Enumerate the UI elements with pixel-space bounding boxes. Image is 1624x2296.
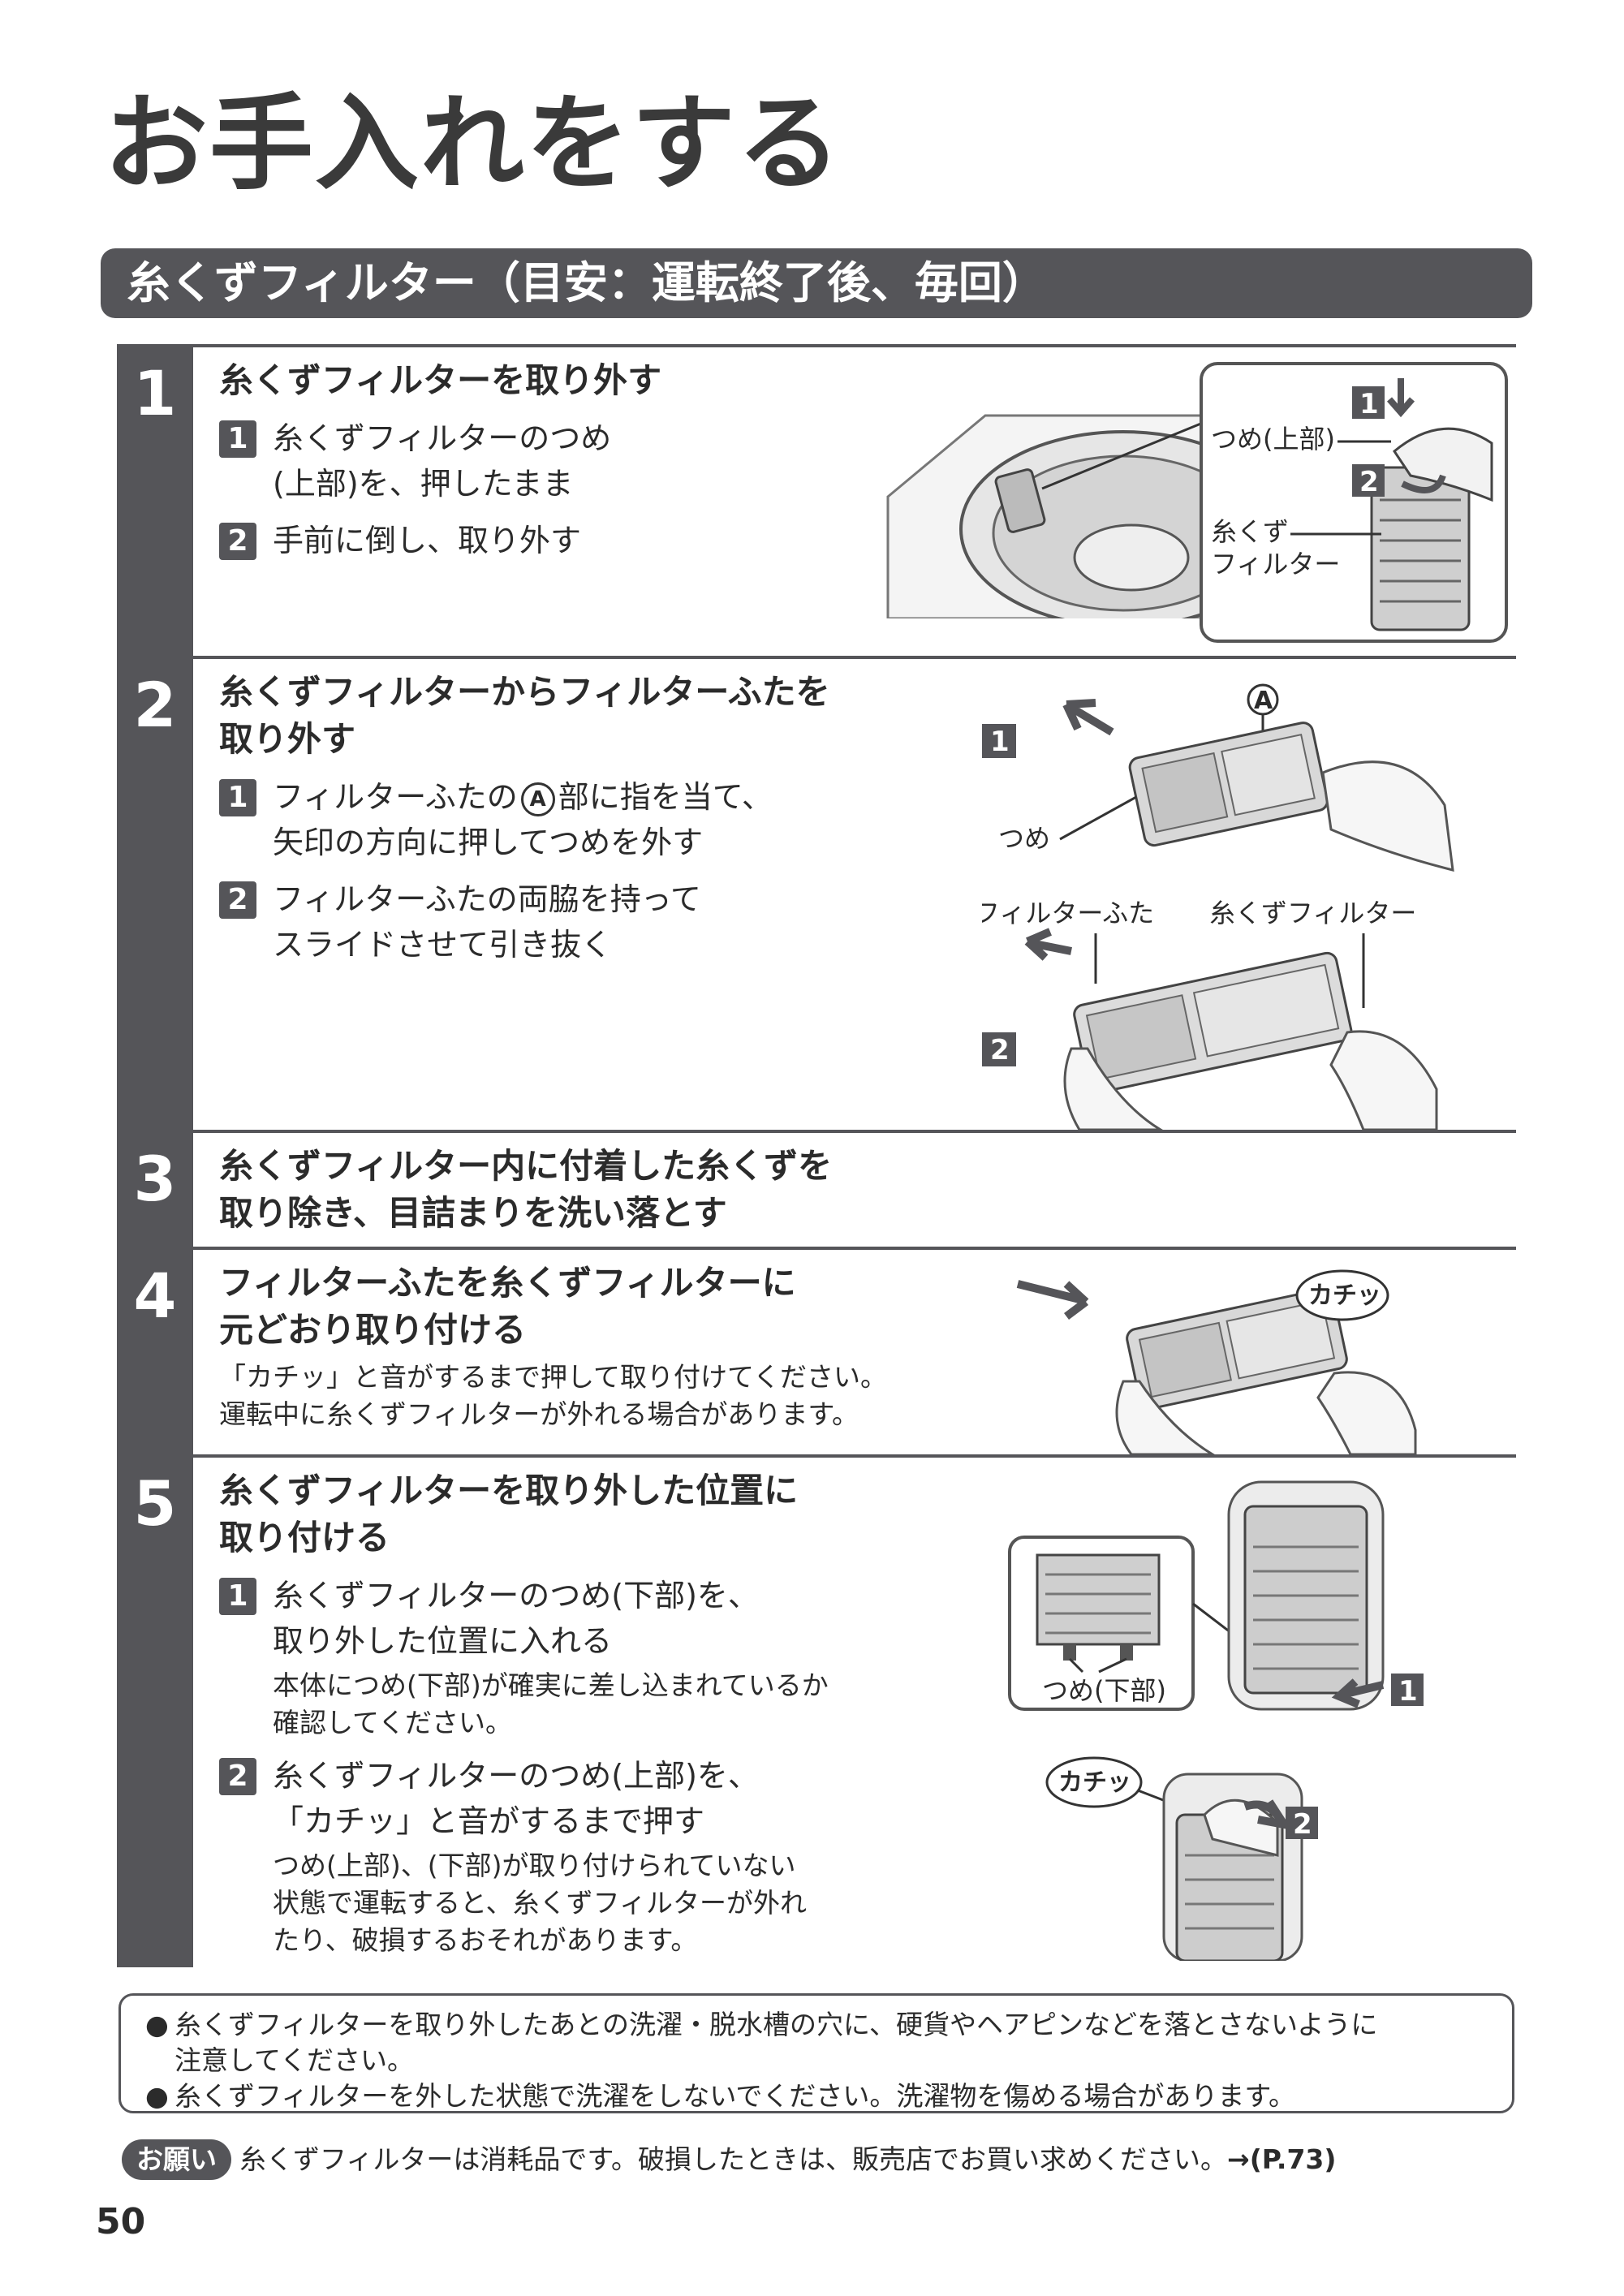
caution-box: ●糸くずフィルターを取り外したあとの洗濯・脱水槽の穴に、硬貨やヘアピンなどを落と… xyxy=(118,1993,1514,2113)
step-number-bar xyxy=(117,659,193,1130)
step-title: 糸くずフィルター内に付着した糸くずを 取り除き、目詰まりを洗い落とす xyxy=(219,1146,833,1233)
step-number: 1 xyxy=(133,357,177,429)
substep-text: フィルターふたの両脇を持って スライドさせて引き抜く xyxy=(273,881,701,963)
cover-attach-illustration: カチッ xyxy=(1010,1260,1432,1454)
bullet-icon: ● xyxy=(145,2009,169,2040)
substep: 2 フィルターふたの両脇を持って スライドさせて引き抜く xyxy=(219,877,1516,967)
substep-note: つめ(上部)、(下部)が取り付けられていない 状態で運転すると、糸くずフィルター… xyxy=(273,1850,808,1956)
filter-cover-label: フィルターふた xyxy=(982,898,1154,928)
step-4: 4 フィルターふたを糸くずフィルターに 元どおり取り付ける 「カチッ」と音がする… xyxy=(117,1247,1516,1454)
step-number-bar xyxy=(117,1250,193,1454)
mark-a: A xyxy=(520,782,555,816)
substep-badge: 2 xyxy=(219,881,256,919)
substep-badge: 1 xyxy=(219,779,256,816)
substep-badge: 1 xyxy=(219,1578,256,1615)
request-tag: お願い xyxy=(122,2139,231,2180)
caution-line: ●糸くずフィルターを取り外したあとの洗濯・脱水槽の穴に、硬貨やヘアピンなどを落と… xyxy=(145,2009,1378,2076)
substep-text: 部に指を当て、 矢印の方向に押してつめを外す xyxy=(273,779,773,860)
step-5: 5 糸くずフィルターを取り外した位置に 取り付ける 1 糸くずフィルターのつめ(… xyxy=(117,1454,1516,1967)
claw-label: つめ xyxy=(998,823,1050,854)
substep: 1 糸くずフィルターのつめ(下部)を、 取り外した位置に入れる 本体につめ(下部… xyxy=(219,1573,1516,1742)
mark-a-label: A xyxy=(1254,687,1273,715)
claw-detail-illustration: 1 2 つめ(上部) 糸くずフィルター xyxy=(1200,362,1508,643)
request-note: お願い糸くずフィルターは消耗品です。破損したときは、販売店でお買い求めください。… xyxy=(122,2139,1336,2180)
page-number: 50 xyxy=(96,2201,146,2242)
substep-text: 糸くずフィルターのつめ(上部)を、 「カチッ」と音がするまで押す xyxy=(273,1758,759,1839)
step-number: 5 xyxy=(133,1467,177,1540)
substep-note: 本体につめ(下部)が確実に差し込まれているか 確認してください。 xyxy=(273,1669,829,1738)
step-number: 4 xyxy=(133,1260,177,1332)
step-title: フィルターふたを糸くずフィルターに 元どおり取り付ける xyxy=(219,1263,796,1350)
step-title: 糸くずフィルターを取り外した位置に 取り付ける xyxy=(219,1471,799,1557)
cover-removal-illustration: A 1 つめ フィルターふた 糸くずフィルター xyxy=(982,667,1518,1130)
click-sound-label: カチッ xyxy=(1058,1768,1131,1797)
step-title: 糸くずフィルターを取り外す xyxy=(219,360,662,400)
substep-text: フィルターふたの xyxy=(273,779,518,815)
request-text: 糸くずフィルターは消耗品です。破損したときは、販売店でお買い求めください。 xyxy=(239,2143,1228,2175)
callout-number: 1 xyxy=(1398,1675,1418,1708)
step-note: 「カチッ」と音がするまで押して取り付けてください。 運転中に糸くずフィルターが外… xyxy=(219,1361,888,1430)
substep-badge: 1 xyxy=(219,420,256,458)
page-title: お手入れをする xyxy=(104,84,843,205)
substep: 2 糸くずフィルターのつめ(上部)を、 「カチッ」と音がするまで押す つめ(上部… xyxy=(219,1753,1516,1959)
claw-bottom-label: つめ(下部) xyxy=(1042,1675,1166,1706)
step-3: 3 糸くずフィルター内に付着した糸くずを 取り除き、目詰まりを洗い落とす xyxy=(117,1130,1516,1247)
step-number-bar xyxy=(117,1133,193,1247)
step-number-bar xyxy=(117,347,193,656)
step-1: 1 糸くずフィルターを取り外す 1 糸くずフィルターのつめ (上部)を、押したま… xyxy=(117,344,1516,656)
filter-label: 糸くずフィルター xyxy=(1209,898,1416,928)
substep-badge: 2 xyxy=(219,523,256,560)
substep: 2 手前に倒し、取り外す xyxy=(219,518,1516,563)
step-number: 2 xyxy=(133,669,177,741)
substep-text: 糸くずフィルターのつめ (上部)を、押したまま xyxy=(273,420,612,502)
bullet-icon: ● xyxy=(145,2080,169,2112)
click-sound-label: カチッ xyxy=(1308,1282,1381,1310)
substep-badge: 2 xyxy=(219,1758,256,1795)
callout-number: 2 xyxy=(1293,1808,1312,1841)
page-reference-link[interactable]: →(P.73) xyxy=(1227,2143,1337,2175)
step-number-bar xyxy=(117,1458,193,1967)
substep: 1 糸くずフィルターのつめ (上部)を、押したまま xyxy=(219,416,1516,506)
callout-number: 2 xyxy=(1359,466,1379,498)
reinstall-illustration: つめ(下部) 1 カチッ xyxy=(1002,1474,1521,1961)
section-banner: 糸くずフィルター（目安：運転終了後、毎回） xyxy=(101,248,1532,318)
caution-line: ●糸くずフィルターを外した状態で洗濯をしないでください。洗濯物を傷める場合があり… xyxy=(145,2078,1488,2114)
step-title: 糸くずフィルターからフィルターふたを 取り外す xyxy=(219,672,830,759)
callout-number: 1 xyxy=(1359,388,1379,420)
callout-number: 2 xyxy=(990,1034,1010,1066)
callout-number: 1 xyxy=(990,726,1010,758)
substep-text: 糸くずフィルターのつめ(下部)を、 取り外した位置に入れる xyxy=(273,1578,759,1659)
step-number: 3 xyxy=(133,1143,177,1215)
claw-top-label: つめ(上部) xyxy=(1211,424,1335,454)
substep-text: 手前に倒し、取り外す xyxy=(273,523,582,558)
filter-label: 糸くずフィルター xyxy=(1211,516,1340,579)
